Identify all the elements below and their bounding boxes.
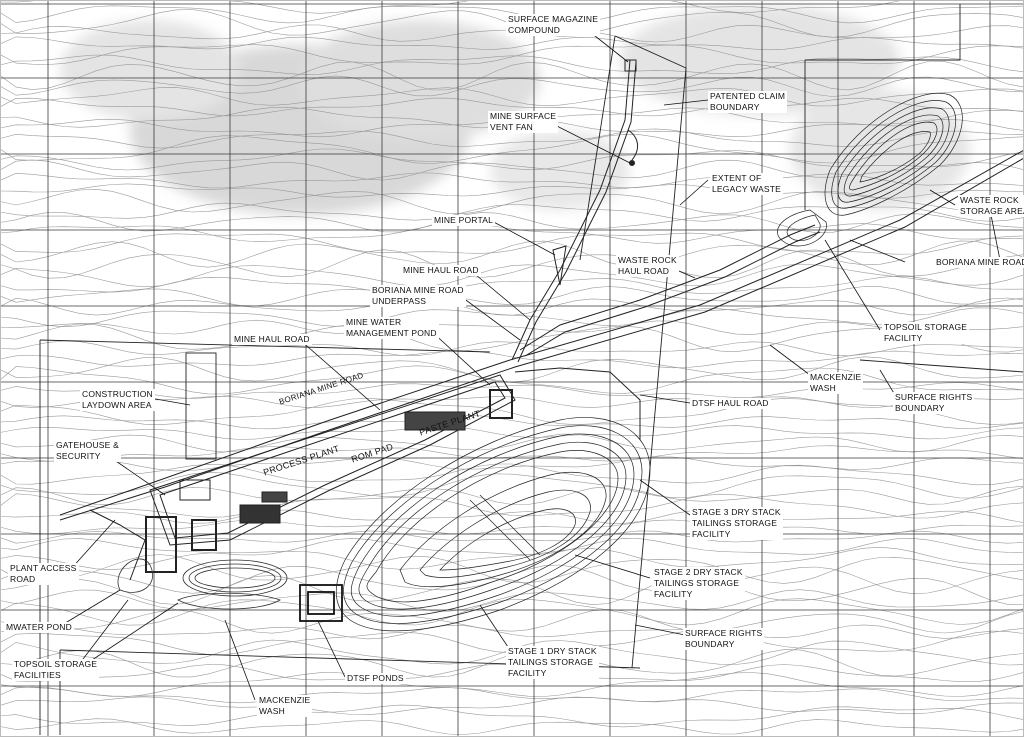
contour-line xyxy=(0,471,1024,499)
contour-line xyxy=(0,624,1024,640)
surface-rights-boundary-south-label: SURFACE RIGHTS BOUNDARY xyxy=(683,628,765,650)
dtsf-ponds xyxy=(299,584,343,622)
mine-haul-road-west-label: MINE HAUL ROAD xyxy=(232,334,312,345)
mine-water-management-pond-label: MINE WATER MANAGEMENT POND xyxy=(344,317,439,339)
terrain-shading xyxy=(60,5,970,215)
contour-line xyxy=(0,493,1024,519)
contour-line xyxy=(0,133,1024,164)
contour-line xyxy=(0,319,1024,335)
dtsf-ponds-label: DTSF PONDS xyxy=(345,673,406,684)
contour-line xyxy=(0,222,1024,244)
topsoil-storage-facilities-west-label: TOPSOIL STORAGE FACILITIES xyxy=(12,659,100,681)
contour-line xyxy=(0,718,1024,735)
boriana-mine-road-east-label: BORIANA MINE ROAD xyxy=(934,257,1024,268)
contour-line xyxy=(0,307,1024,328)
contour-line xyxy=(0,0,904,14)
mine-features xyxy=(552,59,638,286)
contour-line xyxy=(0,188,1024,215)
contour-line xyxy=(0,463,1024,486)
contour-line xyxy=(0,686,1024,704)
contour-line xyxy=(0,128,1024,149)
contour-line xyxy=(0,44,1024,65)
contour-line xyxy=(0,456,1024,472)
contour-line xyxy=(0,608,1024,634)
contour-line xyxy=(0,575,1024,606)
contour-line xyxy=(0,54,1024,75)
contour-line xyxy=(0,323,1024,353)
contour-line xyxy=(0,530,1024,544)
mine-portal-label: MINE PORTAL xyxy=(432,215,496,226)
contour-line xyxy=(0,5,1024,24)
dtsf-haul-road-label: DTSF HAUL ROAD xyxy=(690,398,771,409)
extent-of-legacy-waste-label: EXTENT OF LEGACY WASTE xyxy=(710,173,784,195)
contour-line xyxy=(0,249,1024,279)
gatehouse-security-label: GATEHOUSE & SECURITY xyxy=(54,440,121,462)
contour-line xyxy=(0,598,1024,626)
mine-surface-vent-fan-label: MINE SURFACE VENT FAN xyxy=(488,111,559,133)
waste-rock-storage-area-label: WASTE ROCK STORAGE AREA xyxy=(958,195,1024,217)
ponds-west xyxy=(117,558,288,610)
surface-magazine-compound-label: SURFACE MAGAZINE COMPOUND xyxy=(506,14,601,36)
contour-line xyxy=(0,433,1024,453)
contour-line xyxy=(0,546,1024,571)
mine-haul-road-north-label: MINE HAUL ROAD xyxy=(401,265,481,276)
boriana-mine-road-underpass-label: BORIANA MINE ROAD UNDERPASS xyxy=(370,285,466,307)
mackenzie-wash-east-label: MACKENZIE WASH xyxy=(808,372,864,394)
mwater-pond-label: MWATER POND xyxy=(4,622,74,633)
plant-platform xyxy=(145,374,516,573)
tailings-storage-facilities xyxy=(336,417,651,632)
contour-line xyxy=(0,275,1024,295)
contour-line xyxy=(0,589,1024,612)
contour-line xyxy=(0,704,1024,728)
surface-rights-boundary-east-label: SURFACE RIGHTS BOUNDARY xyxy=(893,392,975,414)
contour-line xyxy=(0,696,1024,716)
contour-line xyxy=(0,350,1024,369)
contour-line xyxy=(0,87,1024,107)
contour-line xyxy=(0,445,1024,462)
contour-line xyxy=(0,202,1024,222)
contour-line xyxy=(0,672,1024,697)
contour-line xyxy=(0,240,1024,268)
waste-rock-haul-road-label: WASTE ROCK HAUL ROAD xyxy=(616,255,679,277)
stage-1-tailings-label: STAGE 1 DRY STACK TAILINGS STORAGE FACIL… xyxy=(506,646,599,679)
contour-line xyxy=(0,232,1024,255)
contour-line xyxy=(0,172,1024,189)
contour-line xyxy=(0,509,1024,524)
contour-line xyxy=(0,537,1024,556)
stage-3-tailings-label: STAGE 3 DRY STACK TAILINGS STORAGE FACIL… xyxy=(690,507,783,540)
contour-line xyxy=(0,415,1024,430)
patented-claim-boundary-label: PATENTED CLAIM BOUNDARY xyxy=(708,91,788,113)
contour-line xyxy=(0,519,1024,535)
contour-line xyxy=(0,212,1024,234)
construction-laydown-area-label: CONSTRUCTION LAYDOWN AREA xyxy=(80,389,155,411)
mackenzie-wash-south-label: MACKENZIE WASH xyxy=(257,695,313,717)
plant-access-road-label: PLANT ACCESS ROAD xyxy=(8,563,79,585)
contour-line xyxy=(0,97,1024,117)
contour-line xyxy=(0,425,1024,440)
contour-line xyxy=(0,61,1024,91)
topsoil-storage-facility-east-label: TOPSOIL STORAGE FACILITY xyxy=(882,322,970,344)
stage-2-tailings-label: STAGE 2 DRY STACK TAILINGS STORAGE FACIL… xyxy=(652,567,745,600)
contour-line xyxy=(0,148,1024,171)
